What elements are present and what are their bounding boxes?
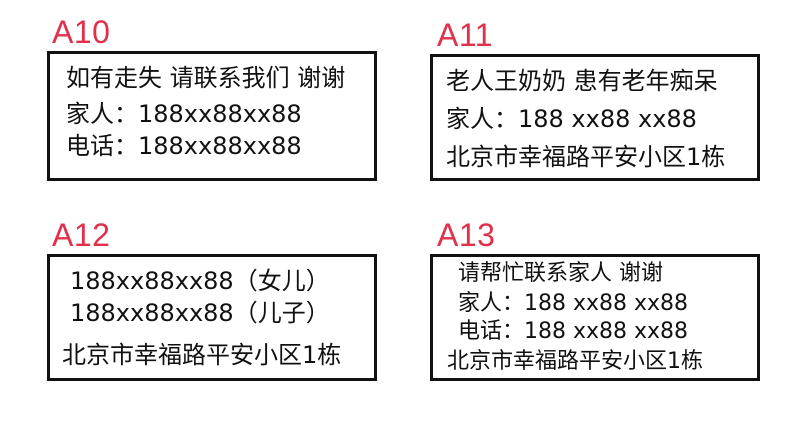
label-card-a13: 请帮忙联系家人 谢谢 家人：188 xx88 xx88 电话：188 xx88 … [430,254,760,381]
label-card-a11: 老人王奶奶 患有老年痴呆 家人：188 xx88 xx88 北京市幸福路平安小区… [430,54,760,181]
label-line: 电话：188 xx88 xx88 [458,319,689,344]
label-line: 188xx88xx88（儿子） [70,299,330,327]
label-code-a11: A11 [437,17,494,53]
label-line: 家人：188 xx88 xx88 [446,105,697,133]
label-line: 北京市幸福路平安小区1栋 [446,143,726,171]
label-line: 家人：188xx88xx88 [66,100,302,128]
label-line: 请帮忙联系家人 谢谢 [458,261,663,286]
label-line: 北京市幸福路平安小区1栋 [447,349,703,374]
label-line: 电话：188xx88xx88 [66,132,302,160]
label-line: 家人：188 xx88 xx88 [458,291,689,316]
label-line: 老人王奶奶 患有老年痴呆 [446,67,718,95]
label-line: 188xx88xx88（女儿） [70,267,330,295]
label-card-a12: 188xx88xx88（女儿） 188xx88xx88（儿子） 北京市幸福路平安… [47,254,377,381]
label-line: 北京市幸福路平安小区1栋 [62,341,342,369]
label-code-a10: A10 [52,14,111,50]
label-line: 如有走失 请联系我们 谢谢 [66,64,346,92]
label-code-a12: A12 [52,217,111,253]
label-code-a13: A13 [437,217,496,253]
label-card-a10: 如有走失 请联系我们 谢谢 家人：188xx88xx88 电话：188xx88x… [47,51,377,181]
